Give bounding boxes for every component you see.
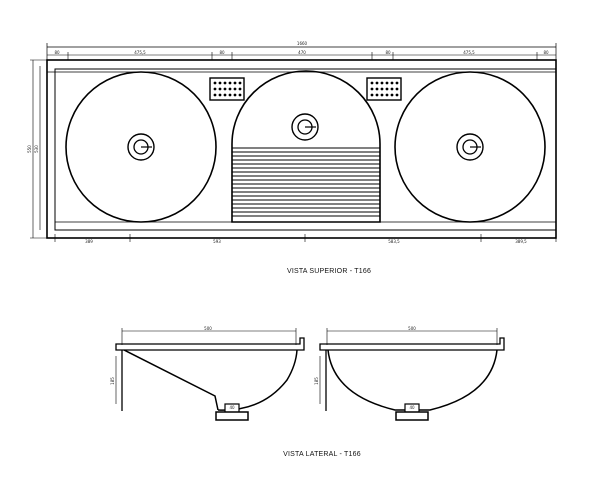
dim-bottom-3: 583,5 — [388, 239, 400, 244]
side-view-caption: VISTA LATERAL - T166 — [283, 451, 361, 458]
side-view-right: 500 185 40 — [314, 326, 505, 421]
side-view-left: 500 185 40 — [110, 326, 305, 421]
dim-bottom-ticks — [54, 234, 557, 242]
dim-seg-2: 475,5 — [134, 50, 146, 55]
left-side-drain-nut — [215, 411, 249, 421]
dim-label-total: 1660 — [297, 41, 308, 46]
left-drain — [127, 133, 155, 161]
top-view: 1660 80 475,5 80 470 80 475,5 80 550 530 — [27, 41, 557, 275]
dim-seg-6: 475,5 — [463, 50, 475, 55]
center-washboard-basin — [231, 70, 381, 223]
left-side-slope — [123, 349, 219, 411]
right-soap-grate — [366, 77, 402, 101]
right-drain — [456, 133, 484, 161]
tank-inner-frame — [54, 68, 557, 231]
dim-seg-3: 80 — [219, 50, 225, 55]
left-side-width-label: 500 — [204, 326, 212, 331]
left-basin — [65, 71, 217, 223]
center-drain — [291, 113, 319, 141]
dim-seg-4: 470 — [298, 50, 306, 55]
left-side-rim — [115, 337, 305, 351]
left-side-drain-label: 40 — [229, 405, 235, 410]
right-side-height-label: 185 — [314, 377, 319, 385]
dim-label-left-outer: 550 — [27, 145, 32, 153]
left-side-height-label: 185 — [110, 377, 115, 385]
dim-bottom-4: 389,5 — [515, 239, 527, 244]
right-basin — [394, 71, 546, 223]
dim-bottom-2: 593 — [213, 239, 221, 244]
right-side-rim — [319, 337, 505, 351]
dim-bottom-1: 389 — [85, 239, 93, 244]
right-side-drain-label: 40 — [409, 405, 415, 410]
washboard-ribs — [232, 147, 380, 217]
tank-outer-frame — [46, 59, 557, 239]
dim-segment-ticks — [67, 52, 538, 60]
dim-seg-1: 80 — [54, 50, 60, 55]
left-side-bowl-curve — [217, 349, 298, 411]
left-soap-grate — [209, 77, 245, 101]
dim-label-left-inner: 530 — [34, 145, 39, 153]
right-side-bowl-curve — [327, 349, 498, 411]
dim-seg-7: 80 — [543, 50, 549, 55]
top-view-caption: VISTA SUPERIOR - T166 — [287, 268, 371, 275]
right-side-width-label: 500 — [408, 326, 416, 331]
dim-seg-5: 80 — [385, 50, 391, 55]
right-side-drain-nut — [395, 411, 429, 421]
